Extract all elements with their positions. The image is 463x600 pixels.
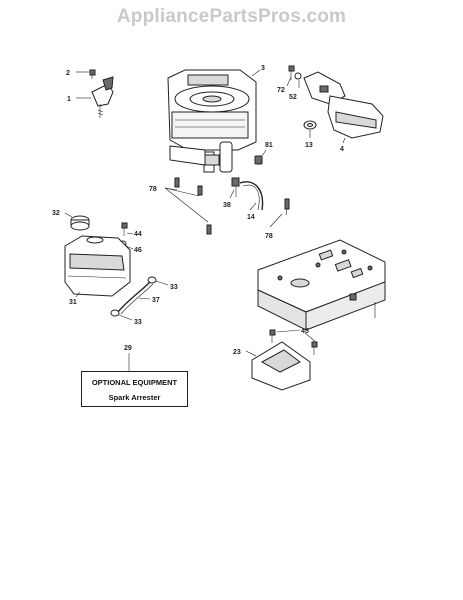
part-3-engine[interactable] bbox=[167, 69, 257, 173]
part-78-bolts-left[interactable] bbox=[174, 177, 212, 235]
callout-1: 1 bbox=[67, 96, 71, 103]
part-33-clamp-upper[interactable] bbox=[147, 276, 157, 284]
leader-45-1 bbox=[276, 329, 301, 333]
callout-72: 72 bbox=[277, 87, 285, 94]
leader-14 bbox=[249, 202, 257, 211]
part-1-bracket[interactable] bbox=[91, 76, 114, 118]
callout-29: 29 bbox=[124, 345, 132, 352]
part-33-clamp-lower[interactable] bbox=[110, 309, 120, 317]
callout-38: 38 bbox=[223, 202, 231, 209]
callout-44: 44 bbox=[134, 231, 142, 238]
leader-31 bbox=[75, 291, 81, 298]
leader-78b bbox=[269, 213, 283, 228]
callout-4: 4 bbox=[340, 146, 344, 153]
callout-3: 3 bbox=[261, 65, 265, 72]
callout-78-left: 78 bbox=[149, 186, 157, 193]
leader-78a-3 bbox=[164, 187, 209, 223]
callout-46: 46 bbox=[134, 247, 142, 254]
leader-78a-2 bbox=[164, 187, 200, 197]
leader-45-2 bbox=[304, 332, 318, 344]
watermark-logo: AppliancePartsPros.com bbox=[116, 6, 347, 27]
part-13-gasket[interactable] bbox=[303, 120, 317, 130]
callout-32: 32 bbox=[52, 210, 60, 217]
optional-equipment-title: OPTIONAL EQUIPMENT bbox=[91, 378, 178, 387]
callout-33-upper: 33 bbox=[170, 284, 178, 291]
leader-33-upper bbox=[155, 280, 169, 286]
callout-37: 37 bbox=[152, 297, 160, 304]
callout-14: 14 bbox=[247, 214, 255, 221]
leader-3 bbox=[251, 69, 261, 77]
part-37-fuel-hose[interactable] bbox=[117, 281, 154, 315]
leader-33-lower bbox=[118, 314, 133, 321]
part-23-shield[interactable] bbox=[251, 341, 311, 391]
callout-2: 2 bbox=[66, 70, 70, 77]
part-32-fuel-cap[interactable] bbox=[70, 215, 90, 231]
spark-arrester-label: Spark Arrester bbox=[108, 393, 161, 402]
leader-37 bbox=[138, 297, 151, 300]
part-78-bolt-right[interactable] bbox=[284, 198, 290, 216]
part-31-fuel-tank[interactable] bbox=[64, 235, 131, 297]
leader-44 bbox=[126, 232, 134, 235]
part-45-bolts[interactable] bbox=[269, 329, 318, 355]
leader-4 bbox=[342, 137, 346, 144]
part-4-muffler[interactable] bbox=[303, 71, 384, 139]
callout-33-lower: 33 bbox=[134, 319, 142, 326]
callout-31: 31 bbox=[69, 299, 77, 306]
leader-23 bbox=[245, 350, 257, 357]
callout-81: 81 bbox=[265, 142, 273, 149]
part-2-screw[interactable] bbox=[89, 69, 96, 79]
part-44-screw[interactable] bbox=[121, 222, 128, 236]
leader-38 bbox=[229, 189, 235, 199]
callout-45: 45 bbox=[301, 328, 309, 335]
callout-23: 23 bbox=[233, 349, 241, 356]
leader-81 bbox=[261, 149, 267, 157]
part-14-fuel-line[interactable] bbox=[239, 181, 264, 211]
leader-46 bbox=[125, 245, 134, 250]
frame-plate[interactable] bbox=[257, 239, 386, 331]
part-81-fitting[interactable] bbox=[254, 155, 263, 165]
optional-equipment-box: OPTIONAL EQUIPMENT Spark Arrester bbox=[81, 371, 188, 407]
part-52-washer[interactable] bbox=[294, 72, 302, 80]
part-38-clamp[interactable] bbox=[231, 177, 240, 197]
part-72-bolt[interactable] bbox=[288, 65, 295, 80]
callout-52: 52 bbox=[289, 94, 297, 101]
leader-72 bbox=[286, 76, 292, 87]
callout-78-right: 78 bbox=[265, 233, 273, 240]
leader-32 bbox=[64, 212, 73, 218]
callout-13: 13 bbox=[305, 142, 313, 149]
